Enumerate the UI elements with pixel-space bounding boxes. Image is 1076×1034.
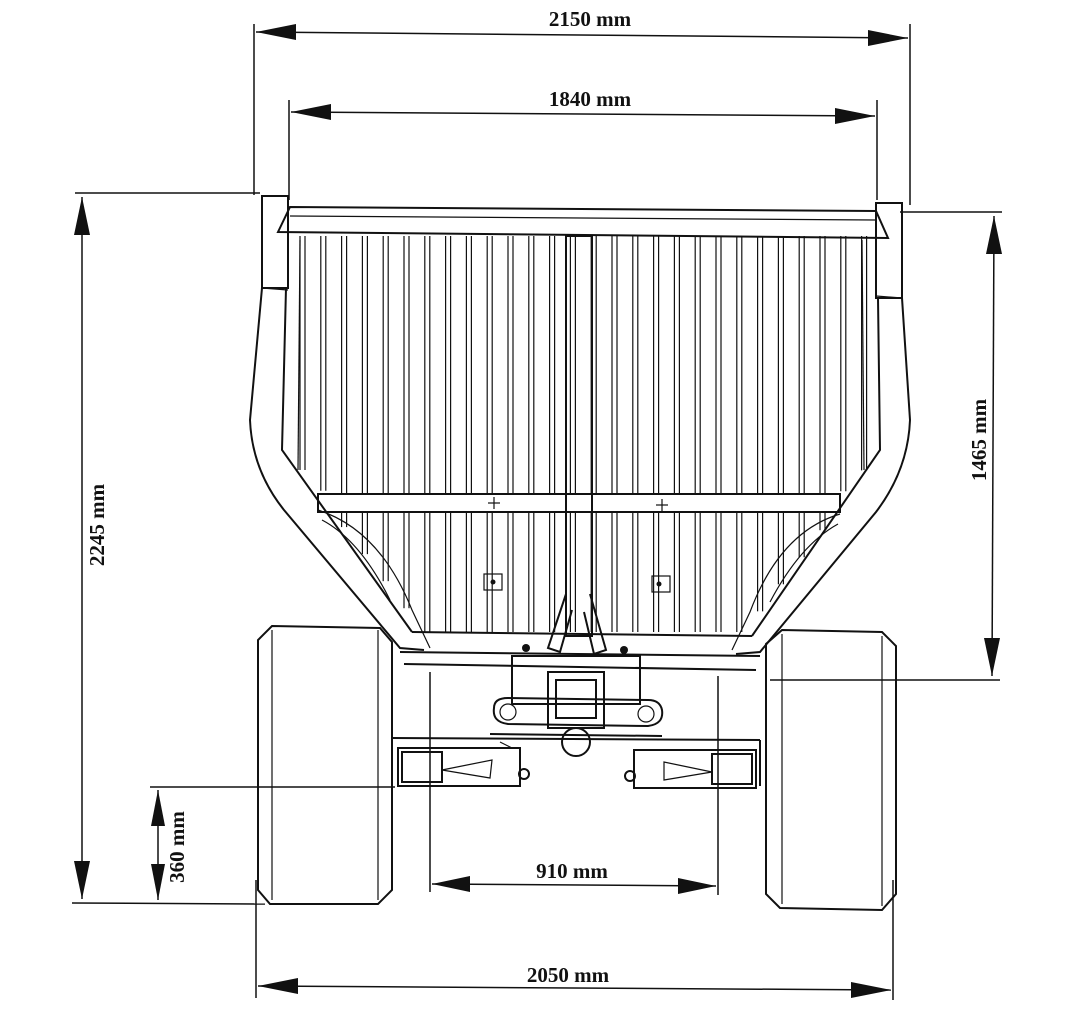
dimension-box-width: 1840 mm [288,86,878,200]
dimension-inner-track: 910 mm [429,672,719,895]
label-overall-height: 2245 mm [85,483,109,566]
wheel-right [765,628,897,912]
axle-assembly [391,737,761,789]
dimension-track-width: 2050 mm [255,880,894,1000]
label-box-width: 1840 mm [549,87,632,111]
drawbar-assembly [403,593,757,757]
label-ground-clearance: 360 mm [165,811,189,883]
wheel-left [257,624,393,905]
side-wall-slats [299,236,868,632]
label-box-height: 1465 mm [967,398,991,481]
dimension-box-height: 1465 mm [770,211,1002,681]
dimension-overall-width: 2150 mm [253,6,911,205]
label-overall-width: 2150 mm [549,7,632,31]
hopper-body [248,195,912,657]
label-inner-track: 910 mm [536,859,608,883]
label-track-width: 2050 mm [527,963,610,987]
dimension-overall-height: 2245 mm [71,192,266,905]
